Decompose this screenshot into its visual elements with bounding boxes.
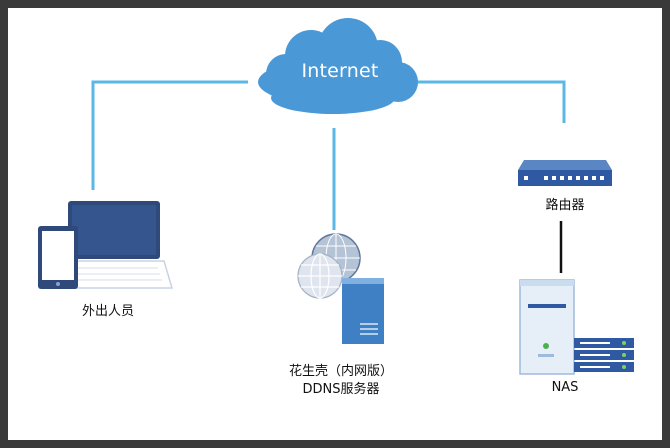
diagram-canvas: Internet 外出人员 花生壳（内网版） DDNS服务器 路由器 NAS xyxy=(8,8,662,440)
ddns-server-label-line2: DDNS服务器 xyxy=(302,382,380,397)
cloud-icon xyxy=(258,18,418,114)
remote-staff-label: 外出人员 xyxy=(81,304,134,319)
nas-label: NAS xyxy=(551,380,579,395)
globe-server-icon xyxy=(297,233,384,344)
link-internet-remote-staff xyxy=(91,80,248,190)
ddns-server-label-line1: 花生壳（内网版） xyxy=(288,364,393,379)
laptop-tablet-icon xyxy=(38,201,174,289)
router-icon xyxy=(518,160,612,186)
nas-icon xyxy=(519,279,634,375)
connection-lines xyxy=(91,80,566,230)
router-label: 路由器 xyxy=(545,198,585,213)
cloud-label: Internet xyxy=(301,60,379,82)
link-internet-router xyxy=(414,80,566,123)
network-diagram xyxy=(38,18,634,375)
